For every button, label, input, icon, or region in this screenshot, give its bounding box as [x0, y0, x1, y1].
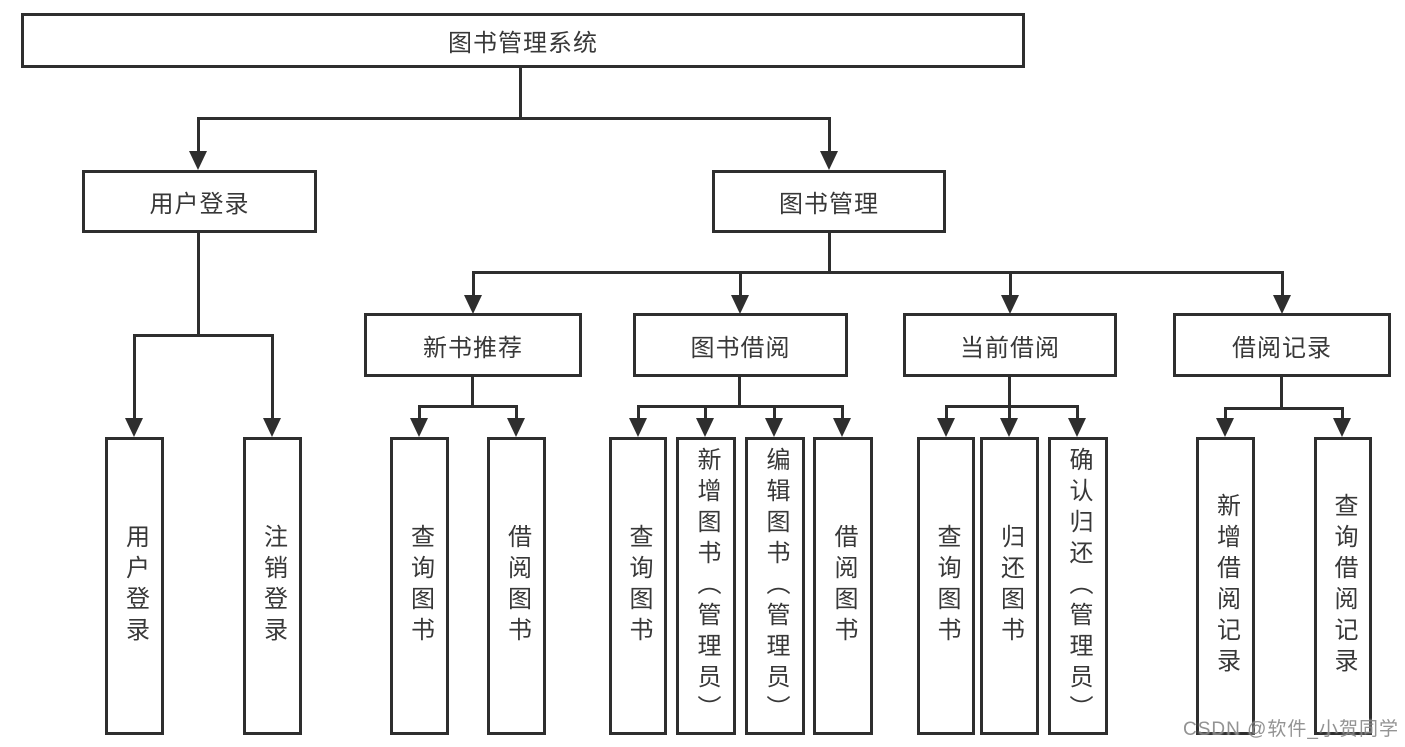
- arrow-down-icon: [833, 418, 851, 437]
- leaf-edit-books-admin-label: 编辑图书（管理员）: [762, 446, 789, 726]
- arrow-down-icon: [1333, 418, 1351, 437]
- connector-leaf-stem: [133, 334, 136, 420]
- arrow-down-icon: [464, 295, 482, 314]
- leaf-query-books-recommend: 查询图书: [390, 437, 449, 735]
- arrow-down-icon: [263, 418, 281, 437]
- arrow-down-icon: [731, 295, 749, 314]
- leaf-add-borrow-record-label: 新增借阅记录: [1212, 493, 1240, 679]
- arrow-down-icon: [937, 418, 955, 437]
- connector-leaf-stem: [841, 405, 844, 421]
- connector-book-mgmt-rail: [472, 271, 1283, 274]
- connector-leaf-stem: [271, 334, 274, 420]
- leaf-borrow-books-recommend: 借阅图书: [487, 437, 546, 735]
- connector-leaf-stem: [704, 405, 707, 421]
- connector-leaf-stem: [1224, 407, 1227, 421]
- node-current-borrow: 当前借阅: [903, 313, 1117, 377]
- node-root: 图书管理系统: [21, 13, 1025, 68]
- connector-leaf-stem: [515, 405, 518, 421]
- connector-group-rail: [1224, 407, 1344, 410]
- csdn-watermark: CSDN @软件_小贺同学: [1183, 719, 1399, 740]
- arrow-down-icon: [1000, 418, 1018, 437]
- leaf-add-books-admin: 新增图书（管理员）: [676, 437, 736, 735]
- arrow-down-icon: [189, 151, 207, 170]
- leaf-user-login: 用户登录: [105, 437, 164, 735]
- leaf-add-books-admin-label: 新增图书（管理员）: [693, 446, 720, 726]
- node-book-management-label: 图书管理: [779, 191, 879, 218]
- connector-leaf-stem: [1076, 405, 1079, 421]
- leaf-return-books: 归还图书: [980, 437, 1039, 735]
- connector-leaf-stem: [418, 405, 421, 421]
- leaf-add-borrow-record: 新增借阅记录: [1196, 437, 1255, 735]
- leaf-query-books-current-label: 查询图书: [933, 524, 960, 648]
- leaf-query-books-borrow: 查询图书: [609, 437, 667, 735]
- node-new-book-recommend: 新书推荐: [364, 313, 582, 377]
- connector-book-mgmt-stem: [828, 117, 831, 153]
- arrow-down-icon: [1068, 418, 1086, 437]
- connector-leaf-stem: [945, 405, 948, 421]
- connector-leaf-stem: [739, 271, 742, 299]
- leaf-query-books-recommend-label: 查询图书: [406, 524, 434, 648]
- node-new-book-recommend-label: 新书推荐: [423, 334, 523, 362]
- node-book-borrow: 图书借阅: [633, 313, 848, 377]
- leaf-borrow-books-label: 借阅图书: [830, 524, 857, 648]
- connector-root-stem: [519, 68, 522, 118]
- arrow-down-icon: [1001, 295, 1019, 314]
- arrow-down-icon: [1216, 418, 1234, 437]
- connector-root-rail: [197, 117, 831, 120]
- node-user-login-label: 用户登录: [149, 191, 250, 218]
- connector-leaf-stem: [773, 405, 776, 421]
- connector-book-mgmt-down: [828, 233, 831, 273]
- node-borrow-records-label: 借阅记录: [1232, 334, 1332, 362]
- connector-group-down: [1008, 377, 1011, 408]
- leaf-query-books-current: 查询图书: [917, 437, 975, 735]
- leaf-borrow-books: 借阅图书: [813, 437, 873, 735]
- node-current-borrow-label: 当前借阅: [960, 334, 1060, 362]
- arrow-down-icon: [696, 418, 714, 437]
- connector-leaf-stem: [472, 271, 475, 299]
- connector-leaf-stem: [637, 405, 640, 421]
- node-book-management: 图书管理: [712, 170, 946, 233]
- leaf-user-login-label: 用户登录: [121, 524, 149, 648]
- node-book-borrow-label: 图书借阅: [690, 334, 791, 362]
- leaf-confirm-return-admin: 确认归还（管理员）: [1048, 437, 1108, 735]
- connector-leaf-stem: [1281, 271, 1284, 299]
- arrow-down-icon: [1273, 295, 1291, 314]
- connector-leaf-stem: [1008, 405, 1011, 421]
- leaf-logout-label: 注销登录: [259, 524, 287, 648]
- arrow-down-icon: [765, 418, 783, 437]
- leaf-borrow-books-recommend-label: 借阅图书: [503, 524, 531, 648]
- connector-user-login-stem: [197, 117, 200, 153]
- leaf-edit-books-admin: 编辑图书（管理员）: [745, 437, 805, 735]
- connector-group-down: [471, 377, 474, 408]
- node-user-login: 用户登录: [82, 170, 317, 233]
- leaf-confirm-return-admin-label: 确认归还（管理员）: [1065, 446, 1092, 726]
- arrow-down-icon: [410, 418, 428, 437]
- connector-group-rail: [637, 405, 844, 408]
- leaf-query-borrow-record: 查询借阅记录: [1314, 437, 1372, 735]
- connector-user-login-rail: [133, 334, 274, 337]
- leaf-query-borrow-record-label: 查询借阅记录: [1330, 493, 1357, 679]
- node-root-label: 图书管理系统: [448, 30, 598, 57]
- arrow-down-icon: [507, 418, 525, 437]
- connector-leaf-stem: [1009, 271, 1012, 299]
- connector-group-down: [738, 377, 741, 408]
- node-borrow-records: 借阅记录: [1173, 313, 1391, 377]
- connector-user-login-down: [197, 233, 200, 336]
- leaf-logout: 注销登录: [243, 437, 302, 735]
- arrow-down-icon: [820, 151, 838, 170]
- connector-group-rail: [418, 405, 518, 408]
- connector-group-rail: [945, 405, 1079, 408]
- connector-group-down: [1280, 377, 1283, 410]
- connector-leaf-stem: [1341, 407, 1344, 421]
- arrow-down-icon: [125, 418, 143, 437]
- leaf-return-books-label: 归还图书: [996, 524, 1024, 648]
- arrow-down-icon: [629, 418, 647, 437]
- leaf-query-books-borrow-label: 查询图书: [625, 524, 652, 648]
